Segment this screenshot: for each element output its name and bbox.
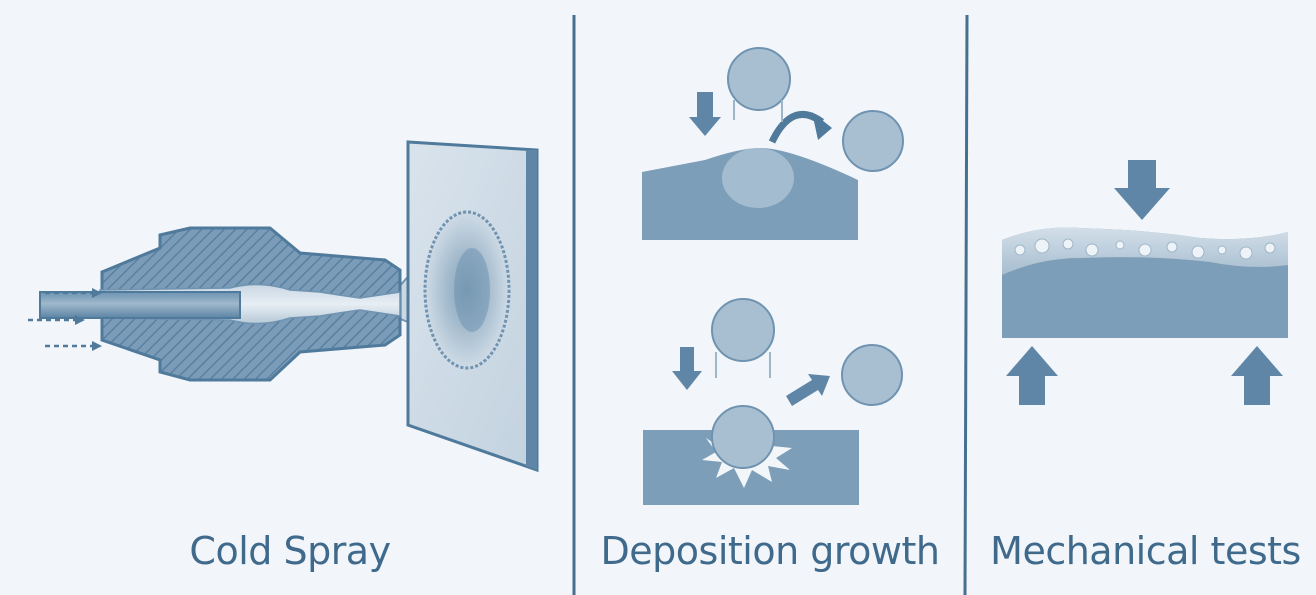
support-arrow-right	[1231, 346, 1283, 405]
cold-spray-label: Cold Spray	[189, 529, 391, 573]
rebound-particle-upper	[842, 110, 904, 172]
gas-inlet-tube	[39, 291, 241, 319]
incoming-particle-upper	[727, 47, 791, 111]
coating-texture	[1014, 238, 1276, 260]
support-arrow-left	[1006, 346, 1058, 405]
gas-flow-arrowheads	[75, 288, 102, 351]
impacting-particle-lower	[711, 405, 775, 469]
rebound-arrowhead-upper	[812, 112, 832, 140]
incoming-particle-lower	[711, 298, 775, 362]
gas-flow-arrows	[28, 291, 92, 348]
divider-right	[963, 14, 969, 595]
down-arrow-upper	[689, 92, 721, 136]
cold-spray-illustration	[28, 140, 539, 473]
rebound-particle-lower	[841, 344, 903, 406]
deposition-upper-illustration	[642, 47, 904, 240]
deposition-growth-label: Deposition growth	[600, 529, 940, 573]
embedded-particle-upper	[722, 148, 794, 208]
deposition-lower-illustration	[643, 298, 903, 505]
substrate-plate-edge	[526, 150, 537, 470]
load-arrow-top	[1114, 160, 1170, 220]
cold-spray-deposit-core	[454, 248, 490, 332]
rebound-arrow-lower	[786, 374, 830, 406]
mechanical-tests-label: Mechanical tests	[990, 529, 1301, 573]
mechanical-test-illustration	[1002, 160, 1288, 405]
down-arrow-lower	[672, 347, 702, 390]
